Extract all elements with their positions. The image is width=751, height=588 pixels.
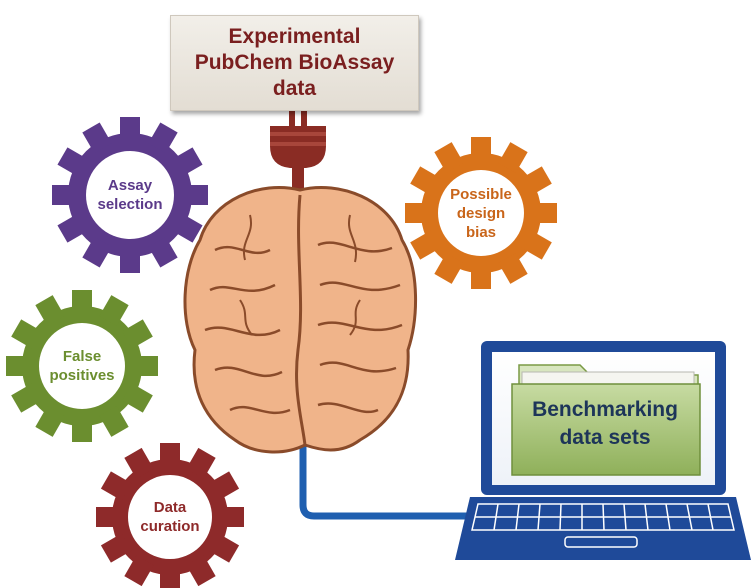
gear-label-assay-selection: Assay selection <box>86 155 174 235</box>
plug-icon <box>270 108 326 196</box>
gear-false-positives <box>6 290 158 442</box>
false-positives-line-1: False <box>62 348 102 365</box>
benchmarking-line-2: data sets <box>559 426 651 449</box>
folder-icon <box>511 364 701 476</box>
benchmarking-line-1: Benchmarking <box>532 398 678 421</box>
data-source-line-1: Experimental <box>228 25 361 48</box>
gear-assay-selection <box>52 117 208 273</box>
data-source-line-3: data <box>272 77 317 100</box>
benchmarking-label: Benchmarking data sets <box>515 396 695 452</box>
gear-label-data-curation: Data curation <box>128 478 212 556</box>
design-bias-line-3: bias <box>465 223 496 241</box>
gear-label-false-positives: False positives <box>39 326 125 406</box>
false-positives-line-2: positives <box>49 367 115 384</box>
data-source-box: Experimental PubChem BioAssay data <box>170 15 419 111</box>
brain-icon <box>183 185 418 454</box>
design-bias-line-2: design <box>456 204 506 222</box>
data-curation-line-2: curation <box>140 518 200 535</box>
assay-selection-line-2: selection <box>97 196 163 213</box>
gear-data-curation <box>96 443 244 588</box>
gear-possible-design-bias <box>405 137 557 289</box>
assay-selection-line-1: Assay <box>107 177 153 194</box>
trackpad <box>564 536 638 548</box>
data-source-line-2: PubChem BioAssay <box>194 51 395 74</box>
data-cable <box>299 445 470 520</box>
design-bias-line-1: Possible <box>450 185 512 203</box>
gear-label-possible-design-bias: Possible design bias <box>438 173 524 253</box>
data-curation-line-1: Data <box>153 499 187 516</box>
